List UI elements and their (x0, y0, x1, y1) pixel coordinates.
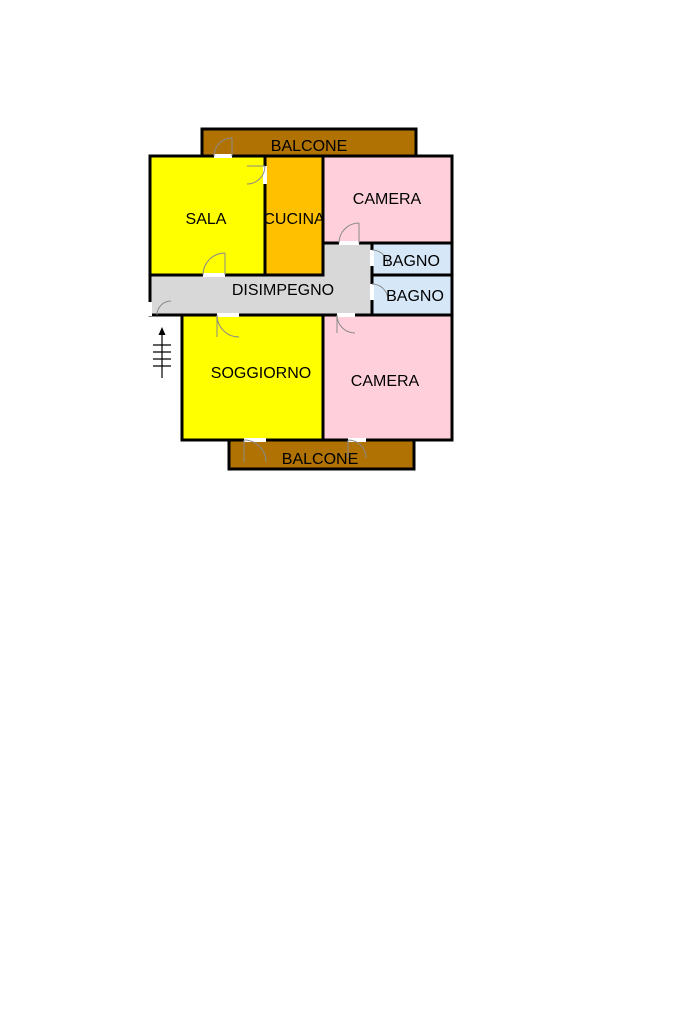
label-camera-bottom: CAMERA (351, 373, 420, 390)
label-disimpegno: DISIMPEGNO (232, 282, 334, 299)
door-bagno-1 (370, 249, 389, 267)
label-balcone-bottom: BALCONE (282, 451, 358, 468)
door-sala-disimpegno (202, 252, 226, 277)
door-camera-balcone (347, 438, 367, 459)
label-bagno-2: BAGNO (386, 288, 444, 305)
door-sala-cucina (246, 165, 267, 185)
door-disimpegno-soggiorno (216, 313, 240, 338)
door-soggiorno-balcone (243, 438, 267, 463)
door-disimpegno-camera-bottom (336, 313, 356, 334)
label-sala: SALA (186, 211, 227, 228)
room-balcone-bottom (227, 438, 416, 471)
label-soggiorno: SOGGIORNO (211, 365, 311, 382)
room-bagno-2 (370, 273, 454, 317)
room-camera-bottom (321, 313, 454, 442)
door-camera-top-disimpegno (338, 222, 360, 245)
door-entrance (148, 300, 172, 316)
label-bagno-1: BAGNO (382, 253, 440, 270)
door-bagno-2 (370, 283, 389, 301)
stairs-up-arrow-icon (153, 327, 171, 378)
door-balcone-sala (213, 137, 233, 158)
label-cucina: CUCINA (263, 211, 325, 228)
label-camera-top: CAMERA (353, 191, 422, 208)
label-balcone-top: BALCONE (271, 138, 347, 155)
